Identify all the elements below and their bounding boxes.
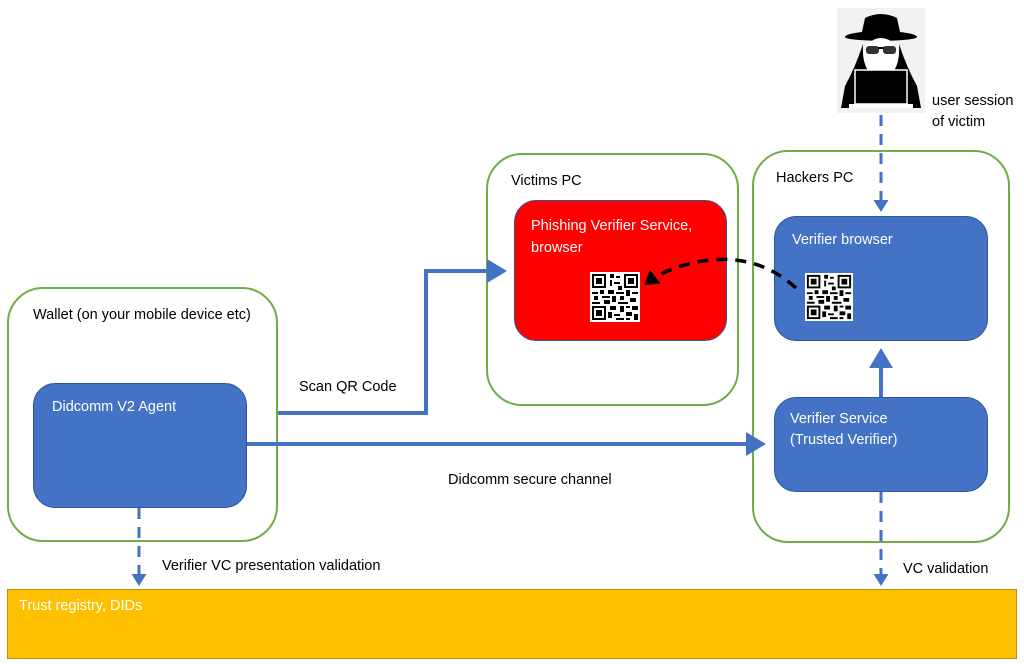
user-session-label-line2: of victim <box>932 114 986 130</box>
wallet-container-label: Wallet (on your mobile device etc) <box>33 307 251 323</box>
trust-registry-node: Trust registry, DIDs <box>7 589 1017 659</box>
didcomm-channel-label: Didcomm secure channel <box>448 472 612 488</box>
hackers-pc-label: Hackers PC <box>776 170 854 186</box>
vc-validation-label: VC validation <box>903 561 989 577</box>
user-session-label-line1: user session <box>932 93 1014 109</box>
hacker-with-laptop-icon <box>837 8 925 113</box>
victims-pc-label: Victims PC <box>511 173 582 189</box>
qr-code-icon <box>805 273 853 321</box>
didcomm-agent-node: Didcomm V2 Agent <box>33 383 247 508</box>
trust-registry-label: Trust registry, DIDs <box>19 598 143 614</box>
phishing-verifier-label-line1: Phishing Verifier Service, <box>531 218 693 234</box>
verifier-service-label-line2: (Trusted Verifier) <box>790 432 898 448</box>
verifier-service-label-line1: Verifier Service <box>790 411 888 427</box>
hackers-pc-container <box>752 150 1010 543</box>
wallet-validation-label: Verifier VC presentation validation <box>162 558 381 574</box>
verifier-service-node: Verifier Service (Trusted Verifier) <box>774 397 988 492</box>
didcomm-agent-label: Didcomm V2 Agent <box>52 399 177 415</box>
qr-relay-arrow <box>644 257 798 290</box>
wallet-container <box>7 287 278 542</box>
verifier-browser-label: Verifier browser <box>792 232 893 248</box>
phishing-verifier-label-line2: browser <box>531 240 583 256</box>
phishing-verifier-node: Phishing Verifier Service, browser <box>514 200 727 341</box>
scan-qr-label: Scan QR Code <box>299 379 397 395</box>
verifier-browser-node: Verifier browser <box>774 216 988 341</box>
qr-code-icon <box>590 272 640 322</box>
scan-qr-arrow <box>278 259 507 415</box>
